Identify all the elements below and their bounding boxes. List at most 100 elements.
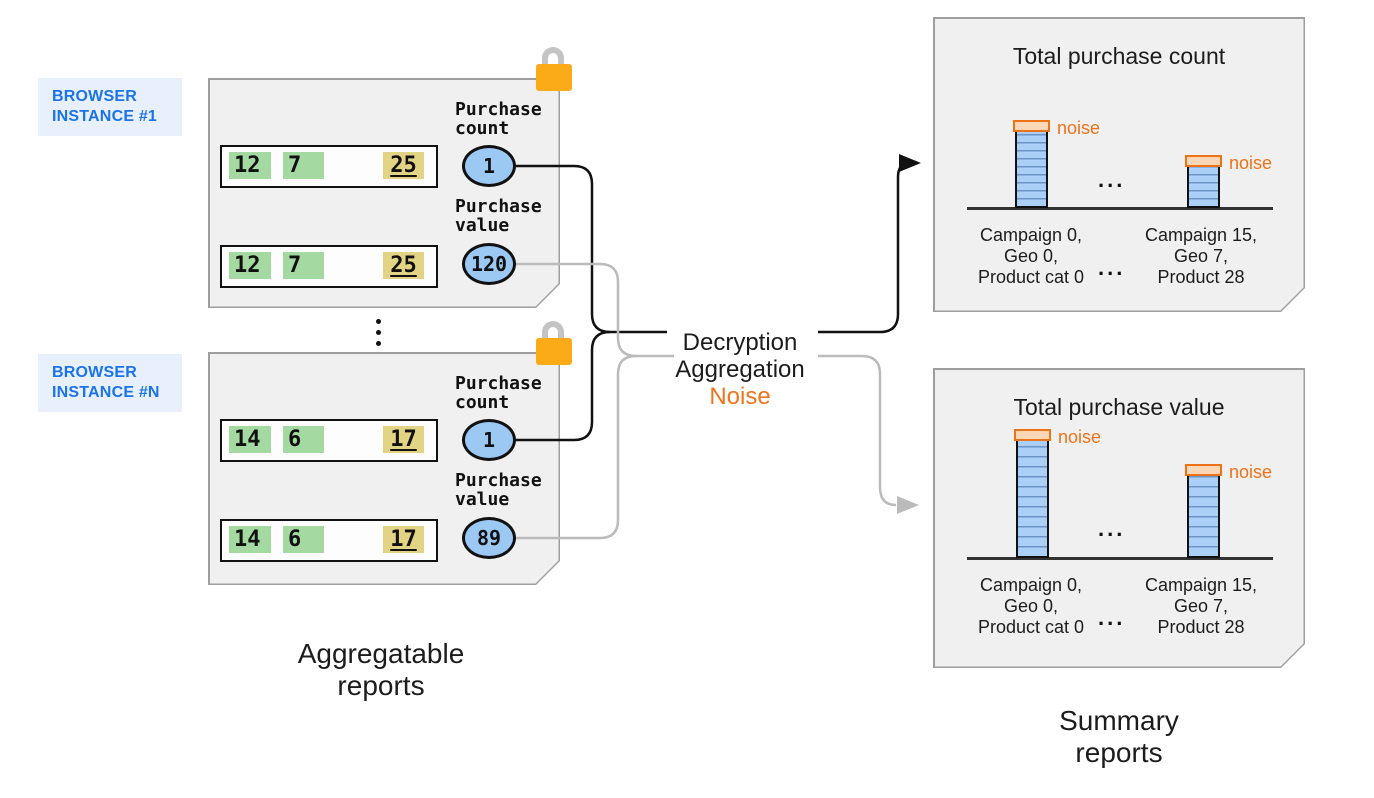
lock-icon [536,47,572,91]
browser-label-line: INSTANCE #1 [52,108,158,125]
purchase-count-bubble: 1 [462,419,516,461]
purchase-value-label: Purchase value [455,471,542,509]
label-line: count [455,118,510,139]
lock-body [536,64,572,91]
noise-label: noise [1229,462,1273,482]
process-steps: Decryption Aggregation Noise [640,329,840,410]
card-background [935,370,1304,667]
label-line: Purchase [455,196,542,217]
label-line: Purchase [455,99,542,120]
purchase-count-bubble: 1 [462,145,516,187]
x-axis [967,557,1273,560]
purchase-count-value: 1 [482,154,496,178]
purchase-count-value: 1 [482,428,496,452]
x-label-ellipsis: ... [1098,255,1126,280]
browser-instance-1-label: BROWSER INSTANCE #1 [38,78,182,136]
purchase-count-label: Purchase count [455,100,542,138]
encrypted-histogram-row: 14 6 17 [220,519,438,562]
noise-cap: noise [1013,118,1100,138]
bar-chart-count: noise ... noise [967,17,1273,210]
x-label-ellipsis: ... [1098,605,1126,630]
purchase-count-label: Purchase count [455,374,542,412]
process-step-aggregation: Aggregation [675,356,805,383]
noise-cap: noise [1014,427,1101,447]
aggregatable-reports-caption: Aggregatable reports [256,638,506,702]
purchase-value-value: 120 [470,252,508,276]
aggregatable-report-card-1: 12 7 25 12 7 25 Purchase count 1 Purchas… [208,47,572,308]
bucket-chip: 7 [283,152,324,179]
purchase-value-value: 89 [476,526,502,550]
lock-icon [536,321,572,365]
x-label-right: Campaign 15, Geo 7, Product 28 [1126,225,1276,288]
noise-label: noise [1229,153,1273,173]
chart-title: Total purchase count [1012,43,1226,69]
summary-report-card-value: Total purchase value noise ... noise [933,368,1305,668]
x-label-line: Campaign 15, [1144,225,1258,245]
card-background [935,19,1304,311]
x-label-line: Campaign 0, [979,575,1083,595]
process-step-noise: Noise [709,383,771,410]
x-label-line: Campaign 15, [1144,575,1258,595]
vertical-ellipsis-icon [376,319,381,346]
x-label-left: Campaign 0, Geo 0, Product cat 0 [956,575,1106,638]
label-line: value [455,489,510,510]
value-chip: 25 [383,252,424,279]
browser-instance-n-label: BROWSER INSTANCE #N [38,354,182,412]
noise-cap: noise [1185,153,1272,173]
bucket-chip: 14 [229,426,271,453]
x-label-line: Product cat 0 [977,617,1085,637]
x-label-line: Product 28 [1157,617,1245,637]
caption-line: reports [337,670,425,701]
process-step-decryption: Decryption [682,329,798,356]
value-chip: 17 [383,526,424,553]
x-label-line: Geo 0, [1003,596,1059,616]
bucket-chip: 7 [283,252,324,279]
purchase-value-label: Purchase value [455,197,542,235]
value-chip: 17 [383,426,424,453]
value-chip: 25 [383,152,424,179]
label-line: Purchase [455,470,542,491]
lock-body [536,338,572,365]
caption-line: Summary [1059,705,1179,736]
x-label-line: Geo 0, [1003,246,1059,266]
noise-label: noise [1058,427,1102,447]
summary-reports-caption: Summary reports [994,705,1244,769]
purchase-value-bubble: 89 [462,517,516,559]
x-label-line: Geo 7, [1173,246,1229,266]
x-label-line: Geo 7, [1173,596,1229,616]
label-line: count [455,392,510,413]
bucket-chip: 6 [283,526,324,553]
summary-report-card-count: Total purchase count noise ... noise [933,17,1305,312]
x-label-left: Campaign 0, Geo 0, Product cat 0 [956,225,1106,288]
arrowhead-black-icon [899,154,921,172]
bucket-chip: 6 [283,426,324,453]
count-line-to-summary [818,161,911,334]
noise-cap: noise [1185,462,1272,482]
bars-ellipsis: ... [1098,167,1126,192]
bars-ellipsis: ... [1098,516,1126,541]
x-label-line: Campaign 0, [979,225,1083,245]
purchase-value-bubble: 120 [462,243,516,285]
x-label-line: Product cat 0 [977,267,1085,287]
bucket-chip: 14 [229,526,271,553]
encrypted-histogram-row: 14 6 17 [220,419,438,462]
browser-label-line: INSTANCE #N [52,384,160,401]
bar: noise [1185,153,1272,208]
arrowhead-gray-icon [897,496,919,514]
encrypted-histogram-row: 12 7 25 [220,145,438,188]
bar: noise [1185,462,1272,558]
encrypted-histogram-row: 12 7 25 [220,245,438,288]
bucket-chip: 12 [229,152,271,179]
noise-label: noise [1057,118,1101,138]
bar: noise [1013,118,1100,208]
browser-label-line: BROWSER [52,88,137,105]
caption-line: Aggregatable [297,638,465,669]
lock-shackle [542,47,564,71]
label-line: Purchase [455,373,542,394]
x-label-right: Campaign 15, Geo 7, Product 28 [1126,575,1276,638]
x-label-line: Product 28 [1157,267,1245,287]
chart-title: Total purchase value [1013,394,1225,420]
bucket-chip: 12 [229,252,271,279]
browser-label-line: BROWSER [52,364,137,381]
